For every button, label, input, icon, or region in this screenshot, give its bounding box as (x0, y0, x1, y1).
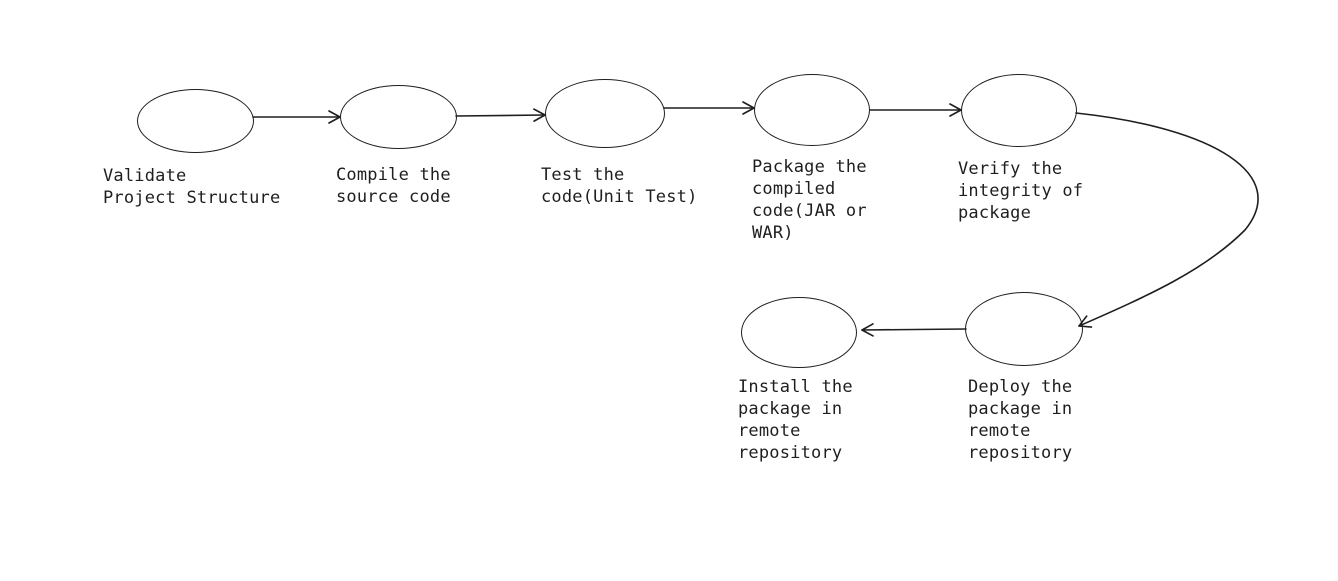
step-node-validate (137, 89, 254, 153)
step-label-package: Package the compiled code(JAR or WAR) (752, 157, 867, 243)
step-node-install (741, 297, 857, 368)
step-node-package (754, 74, 870, 146)
step-node-deploy (965, 292, 1083, 366)
step-label-test: Test the code(Unit Test) (541, 165, 698, 207)
step-node-verify (961, 74, 1077, 147)
arrow-deploy-to-install (861, 323, 967, 337)
arrow-compile-to-test (455, 108, 546, 122)
step-node-compile (340, 85, 457, 149)
step-label-verify: Verify the integrity of package (958, 159, 1084, 223)
step-label-compile: Compile the source code (336, 165, 451, 207)
step-node-test (545, 79, 665, 148)
step-label-deploy: Deploy the package in remote repository (968, 377, 1073, 463)
step-label-validate: Validate Project Structure (103, 166, 281, 208)
arrow-verify-to-deploy (1075, 112, 1259, 328)
step-label-install: Install the package in remote repository (738, 377, 853, 463)
